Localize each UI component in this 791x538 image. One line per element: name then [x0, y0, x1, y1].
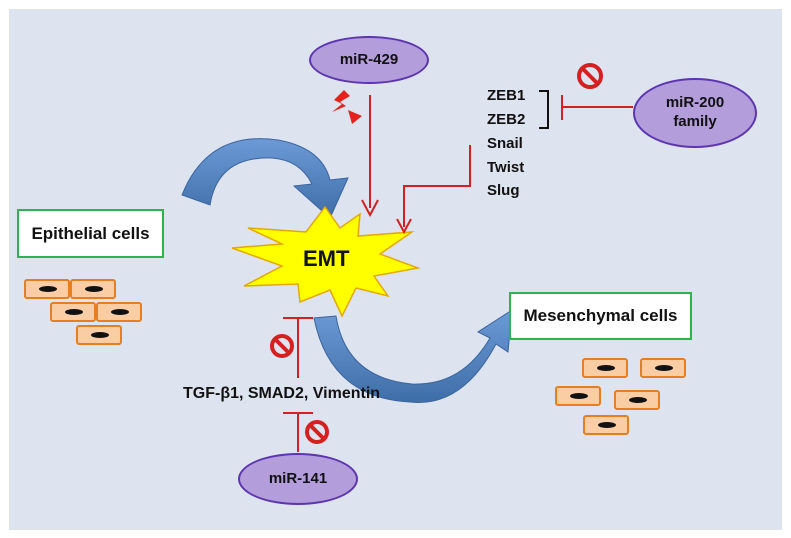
- tf-snail: Snail: [487, 135, 523, 152]
- epithelial-cell: [50, 302, 96, 322]
- prohibition-icon: [577, 63, 603, 89]
- emt-label: EMT: [303, 246, 350, 271]
- mir200-label-line1: miR-200: [665, 94, 725, 112]
- mesenchymal-cell: [583, 415, 629, 435]
- epithelial-cells-label: Epithelial cells: [31, 223, 150, 243]
- mir200-oval: miR-200 family: [633, 78, 757, 148]
- mir200-label-line2: family: [673, 113, 717, 130]
- mesenchymal-cell: [582, 358, 628, 378]
- lightning-arrowhead: [348, 110, 362, 124]
- mir429-arrowhead: [361, 199, 379, 218]
- mesenchymal-cell: [555, 386, 601, 406]
- mir429-oval: miR-429: [309, 36, 429, 84]
- mesenchymal-cell: [640, 358, 686, 378]
- prohibition-icon: [305, 420, 329, 444]
- epithelial-cell: [24, 279, 70, 299]
- mesenchymal-cells-label: Mesenchymal cells: [523, 306, 678, 325]
- mesenchymal-cell: [614, 390, 660, 410]
- mir429-label: miR-429: [339, 50, 399, 68]
- tf-zeb1: ZEB1: [487, 87, 526, 104]
- curved-arrow-to-mesenchymal: [313, 309, 513, 404]
- markers-label: TGF-β1, SMAD2, Vimentin: [183, 385, 381, 402]
- mesenchymal-cells-box: Mesenchymal cells: [509, 292, 692, 340]
- epithelial-cell: [76, 325, 122, 345]
- mir141-oval: miR-141: [238, 453, 358, 505]
- tf-arrowhead: [396, 218, 412, 235]
- curved-arrow-to-emt: [181, 138, 349, 219]
- tf-zeb2: ZEB2: [487, 111, 526, 128]
- zeb-bracket: [539, 90, 549, 129]
- epithelial-cells-box: Epithelial cells: [17, 209, 164, 258]
- tf-arrow-line: [403, 145, 471, 227]
- tf-slug: Slug: [487, 182, 520, 199]
- tf-twist: Twist: [487, 159, 525, 176]
- emt-starburst: [231, 205, 421, 318]
- epithelial-cell: [96, 302, 142, 322]
- mir141-label: miR-141: [268, 469, 328, 487]
- lightning-icon: [332, 90, 350, 112]
- prohibition-icon: [270, 334, 294, 358]
- epithelial-cell: [70, 279, 116, 299]
